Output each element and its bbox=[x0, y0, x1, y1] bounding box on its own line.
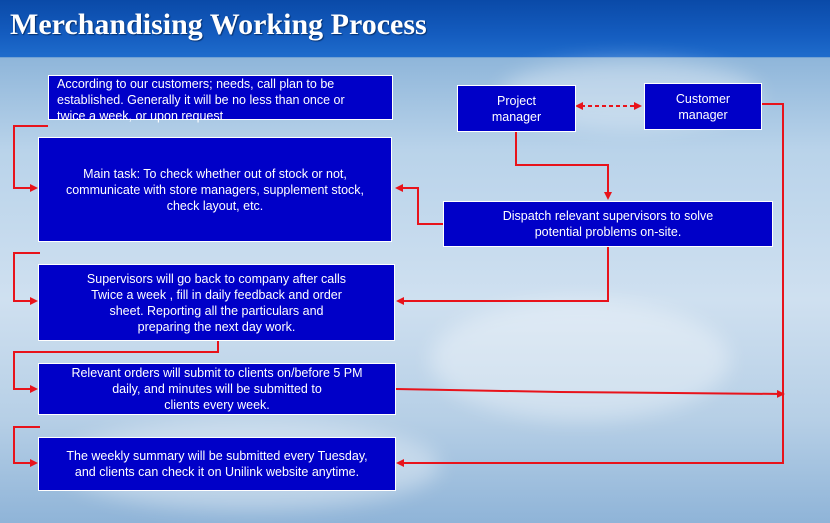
arrow-customer-to-summary bbox=[396, 103, 784, 467]
project-manager-box: Project manager bbox=[457, 85, 576, 132]
arrow-dispatch-to-supervisors bbox=[396, 247, 609, 305]
dispatch-supervisors-box: Dispatch relevant supervisors to solve p… bbox=[443, 201, 773, 247]
arrow-orders-to-summary bbox=[13, 426, 40, 467]
arrow-pm-to-dispatch bbox=[515, 132, 612, 200]
customer-manager-box: Customer manager bbox=[644, 83, 762, 130]
page-title: Merchandising Working Process bbox=[10, 8, 427, 41]
arrow-orders-to-right bbox=[395, 388, 785, 398]
main-task-box: Main task: To check whether out of stock… bbox=[38, 137, 392, 242]
call-plan-box: According to our customers; needs, call … bbox=[48, 75, 393, 123]
arrow-dispatch-to-main bbox=[395, 184, 443, 225]
arrow-main-to-supervisors bbox=[13, 252, 40, 305]
arrow-supervisors-to-orders bbox=[13, 341, 219, 393]
background-cloud bbox=[430, 300, 730, 420]
weekly-summary-box: The weekly summary will be submitted eve… bbox=[38, 437, 396, 491]
title-bar: Merchandising Working Process bbox=[0, 0, 830, 57]
orders-submission-box: Relevant orders will submit to clients o… bbox=[38, 363, 396, 415]
supervisors-report-box: Supervisors will go back to company afte… bbox=[38, 264, 395, 341]
arrow-plan-to-main bbox=[13, 125, 48, 192]
